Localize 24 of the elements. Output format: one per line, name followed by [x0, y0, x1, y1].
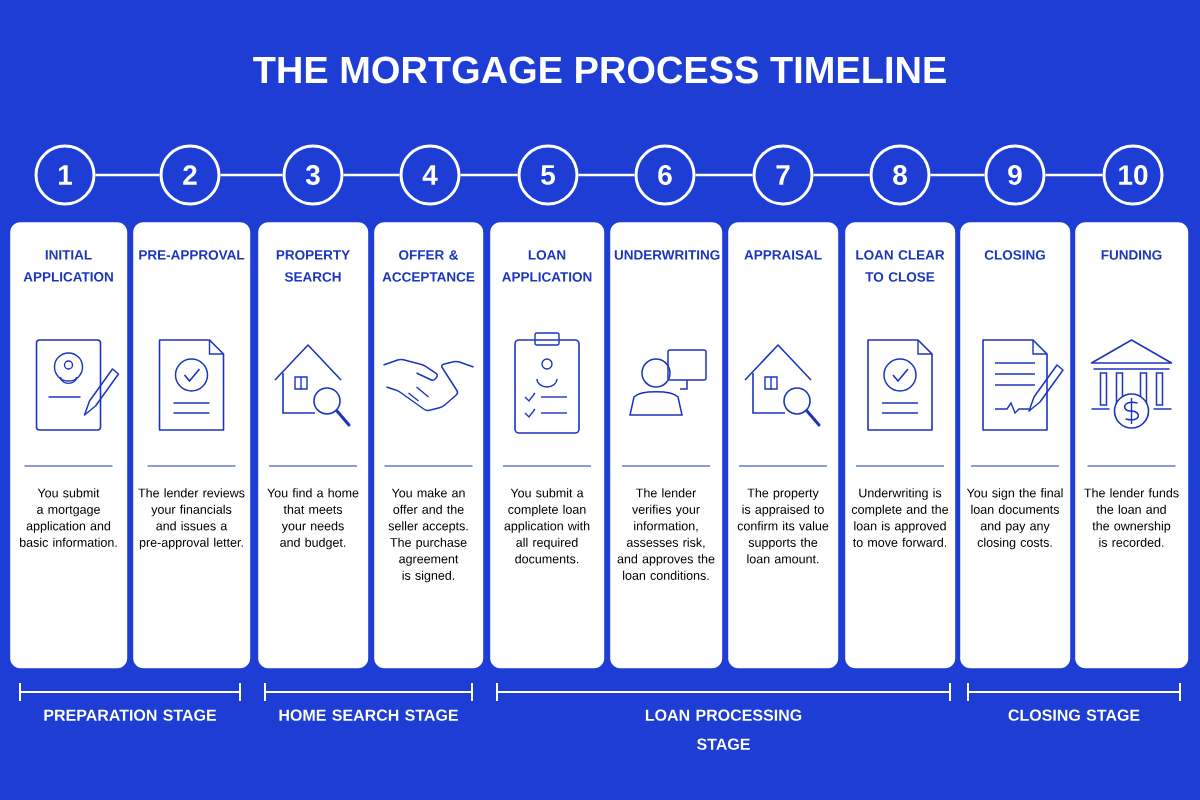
connector-line [578, 173, 635, 177]
step-card: PRE-APPROVAL The lender reviews your financials and issues a pre-approval letter. [133, 222, 251, 669]
title: THE MORTGAGE PROCESS TIMELINE [253, 56, 946, 84]
stage-label: HOME SEARCH STAGE [279, 709, 458, 721]
connector-line [930, 173, 985, 177]
step-card: CLOSING You sign the final loan documents and pay any closing costs. [960, 222, 1071, 669]
step-card: APPRAISAL The property is appraised to confirm its value supports the loan amount. [728, 222, 839, 669]
connector-line [95, 173, 160, 177]
step-card: UNDERWRITING The lender verifies your information, assesses risk, and approves the loan conditions. [610, 222, 723, 669]
step-card: LOAN CLEAR TO CLOSE Underwriting is complete and the loan is approved to move forward. [845, 222, 956, 669]
connector-line [460, 173, 518, 177]
step-card: INITIAL APPLICATION You submit a mortgage application and basic information. [10, 222, 128, 669]
stage-label: CLOSING STAGE [1008, 709, 1140, 721]
stage-label: PREPARATION STAGE [44, 709, 217, 721]
step-card: LOAN APPLICATION You submit a complete loan application with all required documents. [490, 222, 605, 669]
connector-line [695, 173, 753, 177]
connector-line [220, 173, 283, 177]
step-card: PROPERTY SEARCH You find a home that meets your needs and budget. [258, 222, 369, 669]
step-card: FUNDING The lender funds the loan and the ownership is recorded. [1075, 222, 1189, 669]
connector-line [1045, 173, 1103, 177]
connector-line [343, 173, 400, 177]
stage-label: LOAN PROCESSING STAGE [645, 709, 802, 750]
step-card: OFFER & ACCEPTANCE You make an offer and the seller accepts. The purchase agreement is signed. [374, 222, 484, 669]
connector-line [813, 173, 870, 177]
